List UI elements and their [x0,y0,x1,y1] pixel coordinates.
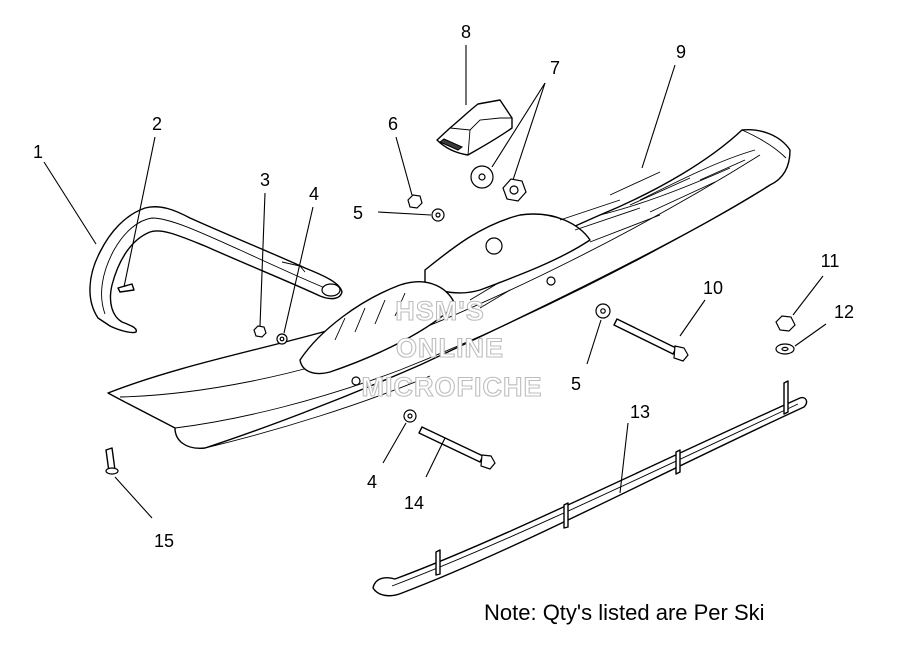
callout-13: 13 [630,402,650,422]
nut-item-6 [407,194,423,209]
watermark-line1: HSM'S [395,296,484,326]
watermark-line3: MICROFICHE [362,372,543,402]
callout-4-top: 4 [309,184,319,204]
callout-5-right: 5 [571,374,581,394]
callout-9: 9 [676,42,686,62]
callout-3: 3 [260,170,270,190]
watermark-line2: ONLINE [396,333,504,363]
loop-clip [117,283,135,293]
callout-10: 10 [703,278,723,298]
callout-7: 7 [550,58,560,78]
callout-6: 6 [388,114,398,134]
ski-loop-handle [89,206,343,334]
callout-12: 12 [834,302,854,322]
ski-bumper-pad [436,99,513,156]
nut-item-11 [775,315,796,332]
callout-numbers: 1 2 3 4 5 6 7 8 9 10 11 12 5 13 4 14 15 [33,22,854,551]
ski-body [107,128,791,449]
quantity-note: Note: Qty's listed are Per Ski [484,600,765,625]
callout-11: 11 [821,251,840,271]
pin-item-15 [105,447,119,475]
callout-14: 14 [404,493,424,513]
leader-lines [43,45,827,519]
callout-15: 15 [154,531,174,551]
bolt-item-10 [613,318,689,362]
callout-4-bottom: 4 [367,472,377,492]
nut-item-3 [253,325,267,338]
callout-5-top: 5 [353,203,363,223]
callout-1: 1 [33,142,43,162]
watermark: HSM'S ONLINE MICROFICHE [361,295,543,402]
bolt-item-14 [418,426,496,470]
callout-8: 8 [461,22,471,42]
callout-2: 2 [152,114,162,134]
wear-bar-runner [372,380,808,597]
